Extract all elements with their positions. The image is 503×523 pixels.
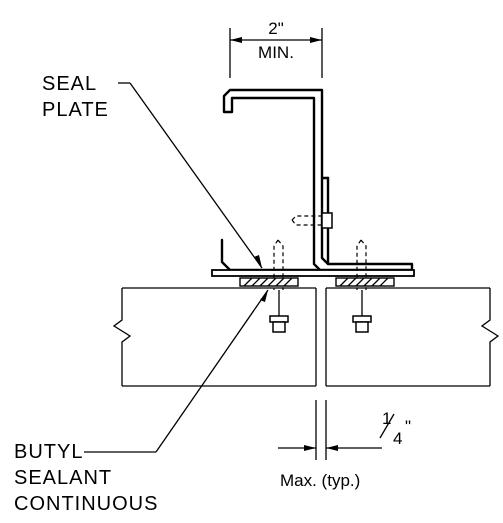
- leader-arrow-icon: [260, 290, 268, 302]
- seal-plate: [211, 269, 415, 277]
- butyl-sealant-callout: BUTYL SEALANT CONTINUOUS: [14, 289, 269, 515]
- top-dimension: 2" MIN.: [229, 19, 323, 78]
- gap-dimension: 1 4 " Max. (typ.): [278, 400, 411, 490]
- butyl-label-line2: SEALANT: [14, 467, 112, 489]
- seal-plate-label-line2: PLATE: [42, 99, 109, 121]
- arrow-right-icon: [304, 445, 316, 451]
- screw-head-left: [269, 290, 289, 333]
- leader-arrow-icon: [254, 255, 262, 268]
- arrow-left-icon: [326, 445, 338, 451]
- deck-panel-left: [112, 287, 317, 387]
- screw-head-right: [352, 290, 372, 333]
- dimension-note: MIN.: [258, 43, 294, 62]
- screw-right: [356, 239, 367, 290]
- seal-plate-callout: SEAL PLATE: [42, 73, 263, 269]
- gap-fraction-denominator: 4: [393, 429, 402, 448]
- butyl-label-line1: BUTYL: [14, 441, 83, 463]
- seal-plate-label-line1: SEAL: [42, 73, 97, 95]
- butyl-label-line3: CONTINUOUS: [14, 493, 158, 515]
- screw-left: [273, 239, 284, 290]
- gap-inch-mark: ": [405, 417, 411, 436]
- side-screw: [291, 212, 333, 229]
- arrow-left-icon: [230, 37, 242, 43]
- deck-panel-right: [325, 287, 500, 387]
- butyl-sealant: [239, 277, 395, 287]
- gap-fraction-numerator: 1: [382, 409, 391, 428]
- gap-note: Max. (typ.): [280, 471, 360, 490]
- arrow-right-icon: [310, 37, 322, 43]
- z-channel-profile: [220, 88, 414, 272]
- dimension-value: 2": [268, 19, 284, 38]
